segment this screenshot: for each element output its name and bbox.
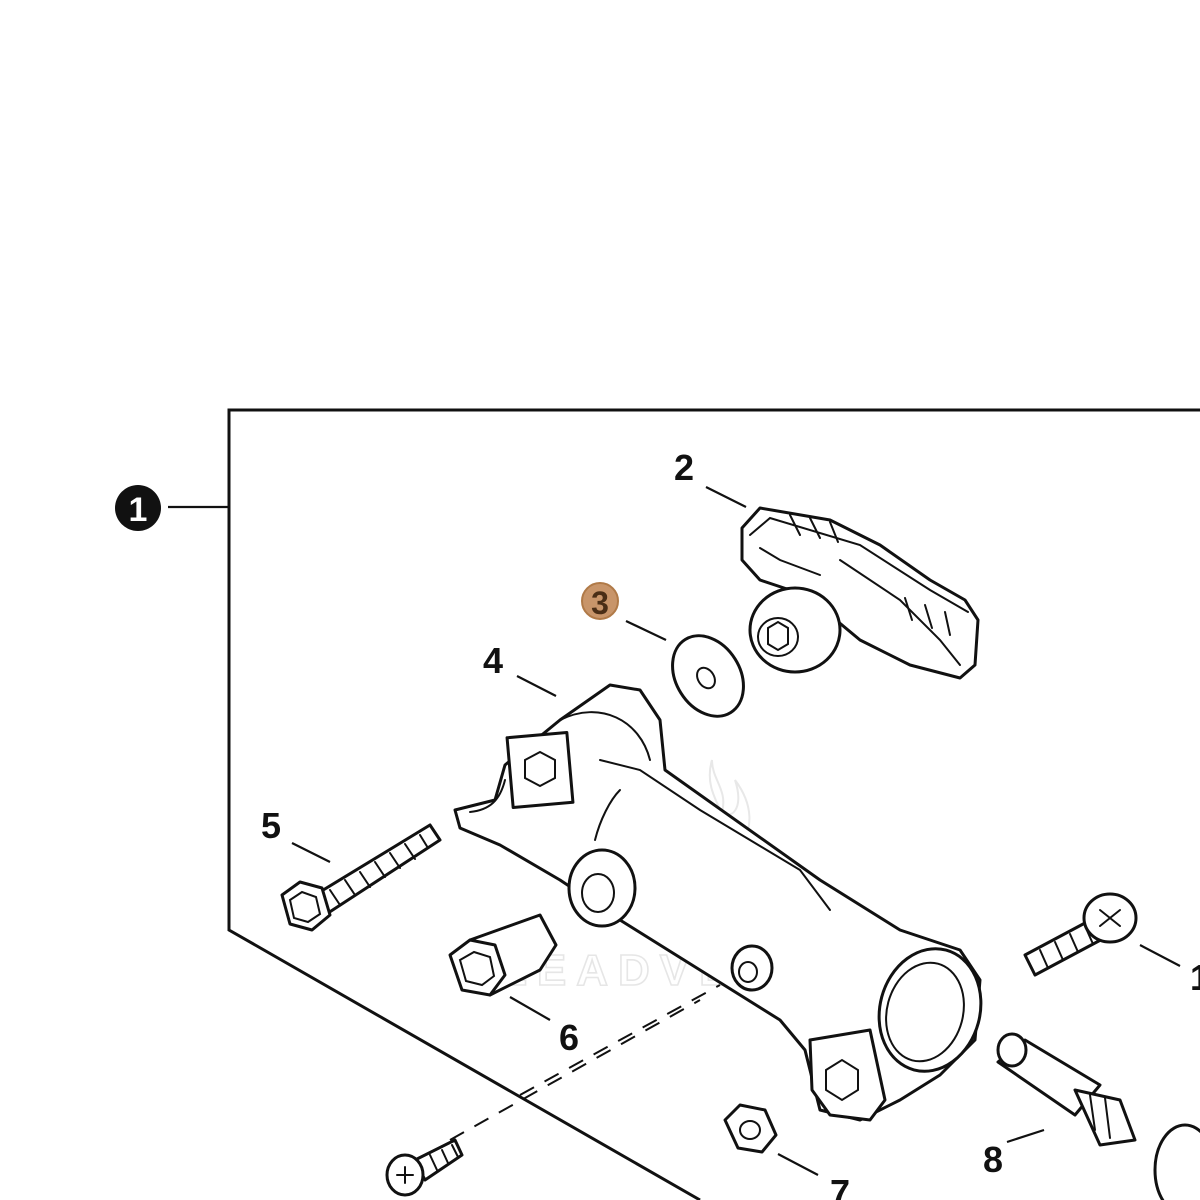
assembly-callout[interactable]: 1 [115, 485, 161, 531]
part-bracket[interactable] [453, 683, 994, 1122]
part-lever-knob[interactable] [740, 506, 980, 680]
part-right-screw[interactable] [1023, 892, 1138, 977]
callout-2[interactable]: 2 [674, 447, 694, 488]
callout-partial[interactable]: 1 [1190, 957, 1200, 998]
part-small-screw[interactable] [385, 1138, 464, 1197]
leader-lines [291, 486, 1181, 1176]
callout-7[interactable]: 7 [830, 1172, 850, 1200]
callout-5[interactable]: 5 [261, 805, 281, 846]
part-washer[interactable] [658, 623, 758, 730]
callout-6[interactable]: 6 [559, 1017, 579, 1058]
callout-labels: 2 3 4 5 6 7 8 1 [261, 447, 1200, 1200]
assembly-axes [449, 984, 721, 1141]
assembly-frame [168, 408, 1200, 1200]
callout-3: 3 [591, 585, 609, 621]
part-pin[interactable] [996, 1032, 1200, 1200]
part-nut[interactable] [723, 1103, 778, 1154]
part-long-bolt[interactable] [280, 823, 442, 932]
callout-4[interactable]: 4 [483, 640, 503, 681]
assembly-callout-label: 1 [129, 491, 148, 529]
callout-3-highlight[interactable]: 3 [581, 582, 619, 621]
part-hex-spacer[interactable] [448, 913, 558, 997]
callout-8[interactable]: 8 [983, 1139, 1003, 1180]
